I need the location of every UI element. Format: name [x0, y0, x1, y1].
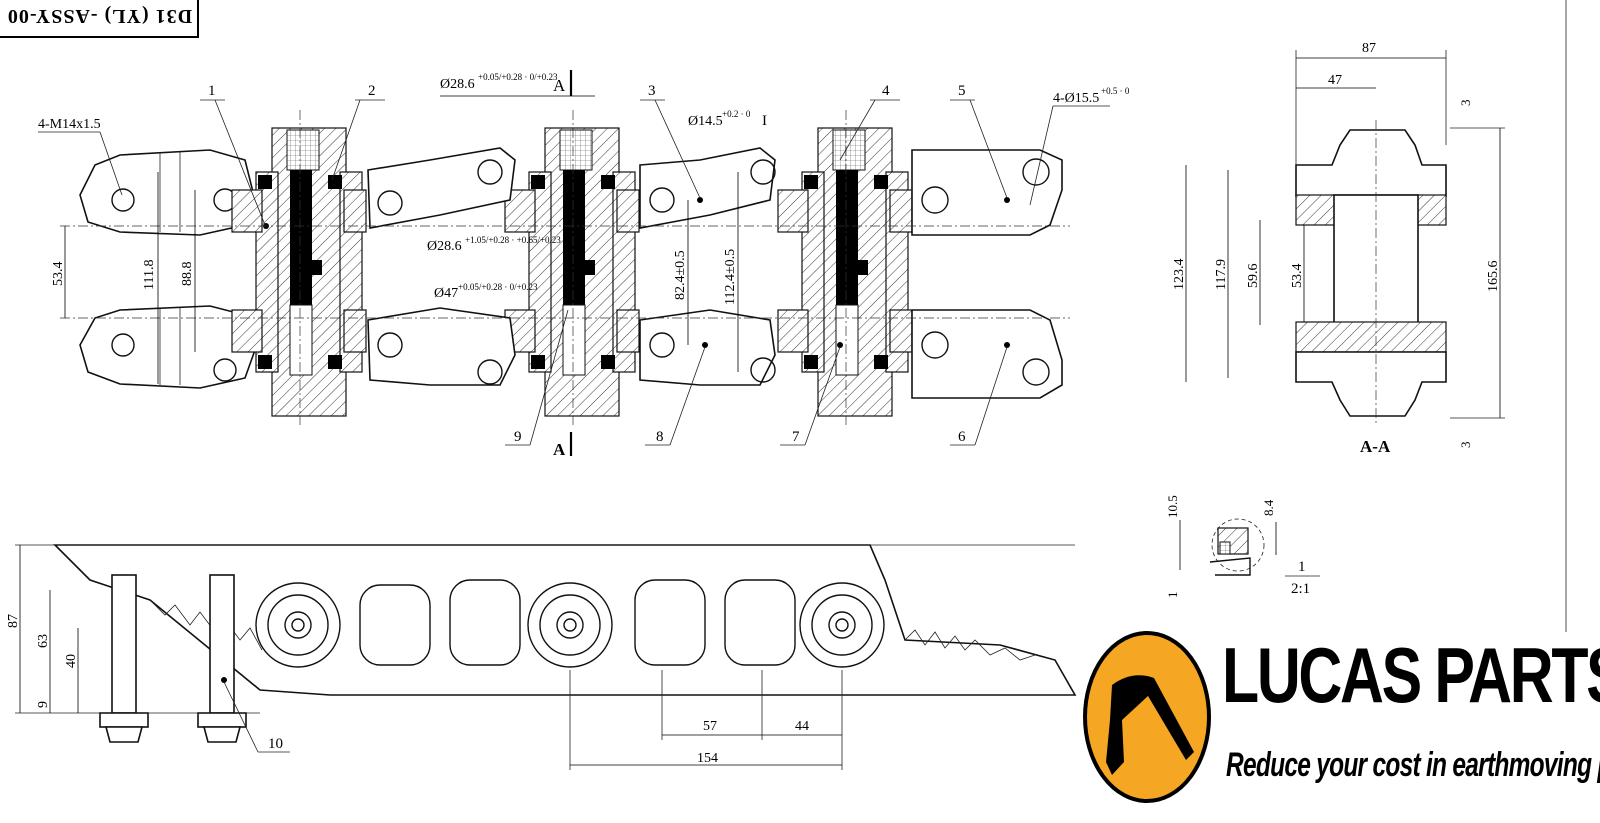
- pin-assembly-3: [777, 110, 913, 425]
- section-view-label: A-A: [1360, 437, 1391, 456]
- bolt-1: [99, 574, 149, 743]
- dim-section: 3: [1458, 100, 1473, 107]
- note-hole-small-tol: +0.2 · 0: [722, 109, 751, 119]
- dim-side: 87: [6, 614, 21, 628]
- note-bore-outer-tol: +0.05/+0.28 · 0/+0.23: [458, 282, 538, 292]
- detail-scale: 2:1: [1291, 581, 1310, 597]
- part-callouts: 1 2 3 4 5 6 7 8 9: [200, 83, 1008, 446]
- dim-detail: 10.5: [1165, 495, 1180, 518]
- dim-section: 53.4: [1290, 264, 1305, 289]
- pin-hole: [111, 333, 135, 357]
- dim-plan: 112.4±0.5: [723, 249, 738, 305]
- callout: 9: [514, 429, 522, 445]
- dim-side: 40: [64, 654, 79, 668]
- callout: 7: [792, 429, 800, 445]
- note-bore-bush-tol: +1.05/+0.28 · +0.65/+0.23: [465, 235, 561, 245]
- callout: 4: [882, 83, 890, 99]
- note-bore-bush: Ø28.6: [427, 239, 462, 254]
- pin-hole: [213, 358, 237, 382]
- dim-side: 9: [36, 701, 51, 708]
- callout: 3: [648, 83, 656, 99]
- section-marker-top: A: [553, 76, 566, 95]
- dim-plan: 53.4: [51, 262, 66, 287]
- link-mid-lower-2: [639, 309, 776, 386]
- pin-assembly-1: [231, 110, 367, 425]
- brand-tagline: Reduce your cost in earthmoving parts: [1226, 746, 1600, 784]
- dim-side: 154: [697, 751, 718, 766]
- roller-3: [799, 582, 885, 668]
- dim-section: 87: [1362, 41, 1376, 56]
- callout: 10: [268, 736, 283, 752]
- note-bore-pin: Ø28.6: [440, 77, 475, 92]
- detail-marker-label: I: [762, 113, 767, 129]
- detail-marker: 1: [1298, 559, 1306, 575]
- bolt-2: [197, 574, 247, 743]
- note-hole-small: Ø14.5: [688, 114, 723, 129]
- dim-plan: 88.8: [180, 262, 195, 287]
- callout: 8: [656, 429, 664, 445]
- plan-view: A A 53.4 111.8 88.8 82.4±0.5 112.4±0.5 4…: [38, 70, 1130, 459]
- note-bore-outer: Ø47: [434, 286, 458, 301]
- roller-1: [255, 582, 341, 668]
- dim-plan: 111.8: [142, 260, 157, 290]
- note-bore-pin-tol: +0.05/+0.28 · 0/+0.23: [478, 72, 558, 82]
- brand-name: LUCAS PARTS: [1222, 631, 1600, 719]
- section-view-a-a: A-A 87 47 3 123.4 117.9 59.6 53.4 165.6 …: [1172, 41, 1505, 456]
- callout: 6: [958, 429, 966, 445]
- dim-detail: 1: [1165, 592, 1180, 599]
- pin-hole: [111, 188, 135, 212]
- dim-section: 3: [1458, 442, 1473, 449]
- link-mid-lower-1: [367, 307, 516, 386]
- dim-section: 47: [1328, 73, 1342, 88]
- side-view: 87 63 40 9 57 44 154 10: [6, 544, 1077, 770]
- note-holes-shoe: 4-Ø15.5: [1053, 91, 1099, 106]
- dim-section: 165.6: [1486, 261, 1501, 293]
- detail-view-i: 10.5 8.4 1 1 2:1: [1165, 495, 1320, 598]
- pickaxe-icon: [1083, 631, 1211, 803]
- brand-block: LUCAS PARTS Reduce your cost in earthmov…: [1082, 628, 1600, 823]
- dim-section: 59.6: [1246, 264, 1261, 289]
- pin-assembly-2: [504, 110, 640, 425]
- title-block: D31 (YL) -ASSY-00: [0, 0, 199, 38]
- dim-plan: 82.4±0.5: [673, 250, 688, 300]
- callout: 1: [208, 83, 216, 99]
- dim-section: 123.4: [1172, 259, 1187, 291]
- dim-side: 63: [36, 634, 51, 648]
- callout: 5: [958, 83, 966, 99]
- dim-side: 44: [795, 719, 809, 734]
- dim-detail: 8.4: [1261, 499, 1276, 516]
- callout: 2: [368, 83, 376, 99]
- note-thread: 4-M14x1.5: [38, 117, 101, 132]
- section-marker-bottom: A: [553, 440, 566, 459]
- roller-2: [527, 582, 613, 668]
- link-right-upper: [911, 149, 1063, 236]
- link-right-lower: [911, 309, 1063, 399]
- dim-section: 117.9: [1214, 259, 1229, 290]
- link-left-upper: [79, 149, 256, 236]
- note-holes-shoe-tol: +0.5 · 0: [1101, 86, 1130, 96]
- dim-side: 57: [703, 719, 717, 734]
